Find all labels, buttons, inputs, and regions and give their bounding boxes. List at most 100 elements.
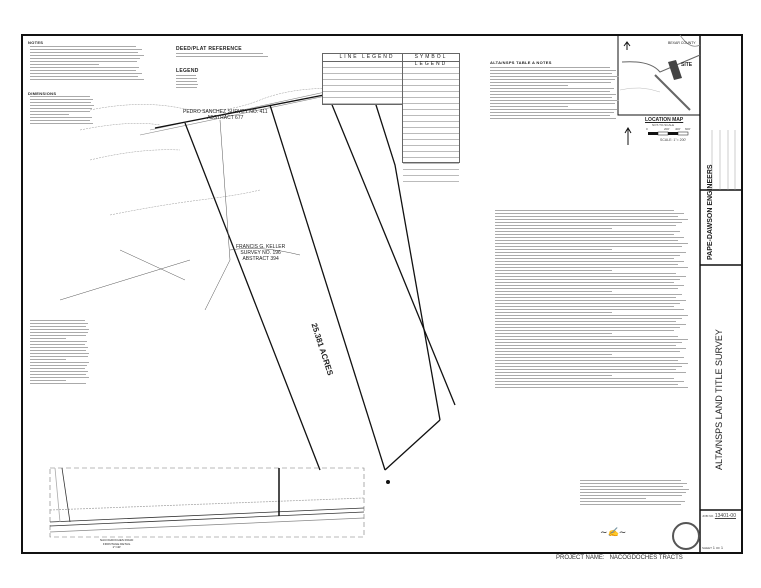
fine-print-line (495, 222, 683, 223)
drawing-title: ALTA/NSPS LAND TITLE SURVEY (714, 329, 724, 471)
contour-lines (79, 88, 361, 216)
fine-print-line (580, 480, 682, 481)
symbol-legend: SYMBOL LEGEND (402, 53, 460, 182)
fine-print-line (30, 73, 142, 74)
scale-label: SCALE: 1"= 200' (660, 138, 687, 142)
fine-print-line (580, 492, 686, 493)
fine-print-line (495, 300, 687, 301)
fine-print-line (30, 67, 140, 68)
scale-tick-200: 200' (664, 127, 670, 131)
fine-print-line (495, 225, 677, 226)
legend-row (323, 80, 411, 86)
fine-print-line (495, 252, 687, 253)
alta-notes-text (490, 67, 620, 121)
fine-print-line (30, 49, 142, 50)
deed-plat-reference-text (176, 53, 271, 59)
line-legend-title: LINE LEGEND (323, 54, 411, 62)
surveyor-signature: ~✍~ (600, 528, 627, 538)
fine-print-line (490, 109, 618, 110)
fine-print-line (30, 383, 86, 384)
fine-print-line (490, 112, 614, 113)
fine-print-line (495, 210, 675, 211)
fine-print-line (30, 96, 90, 97)
fine-print-line (495, 237, 685, 238)
legend-row (323, 62, 411, 68)
fine-print-line (30, 108, 93, 109)
fine-print-line (495, 384, 679, 385)
fine-print-line (495, 258, 675, 259)
fine-print-line (176, 75, 197, 76)
fine-print-line (30, 338, 66, 339)
site-label: SITE (681, 62, 693, 68)
fine-print-line (490, 88, 614, 89)
fine-print-line (495, 381, 685, 382)
fine-print-line (30, 356, 88, 357)
dimensions-title: DIMENSIONS (28, 91, 57, 96)
surveyor-seal (672, 522, 700, 550)
location-map-title: LOCATION MAP (645, 117, 684, 123)
fine-print-line (495, 270, 612, 271)
fine-print-line (30, 105, 95, 106)
fine-print-line (176, 84, 198, 85)
fine-print-line (30, 64, 99, 65)
project-name: PROJECT NAME: NACOGDOCHES TRACTS (556, 555, 683, 561)
fine-print-line (495, 333, 612, 334)
fine-print-line (30, 55, 144, 56)
fine-print-line (490, 106, 568, 107)
fine-print-line (495, 369, 677, 370)
dimensions-text (30, 96, 95, 126)
fine-print-line (495, 246, 683, 247)
fine-print-line (495, 288, 679, 289)
legend-row (403, 68, 459, 74)
scale-tick-400: 400' (675, 127, 681, 131)
survey-label-sanchez: PEDRO SANCHEZ SURVEY NO. 411 ABSTRACT 67… (183, 109, 268, 121)
fine-print-line (580, 486, 684, 487)
legend-row (323, 74, 411, 80)
fine-print-line (495, 309, 685, 310)
legend-row (403, 122, 459, 128)
legend-row (403, 62, 459, 68)
fine-print-line (495, 219, 689, 220)
fine-print-line (495, 336, 679, 337)
fine-print-line (490, 79, 615, 80)
fine-print-line (495, 234, 675, 235)
fine-print-line (495, 312, 612, 313)
fine-print-line (490, 82, 611, 83)
location-map-frame (617, 34, 701, 116)
fine-print-line (495, 294, 683, 295)
certification-text (580, 480, 690, 507)
fine-print-line (580, 483, 687, 484)
job-number: JOB NO. 13401-00 (702, 513, 736, 519)
fine-print-line (495, 339, 689, 340)
fine-print-line (495, 279, 681, 280)
fine-print-line (30, 380, 66, 381)
legend-row (403, 104, 459, 110)
fine-print-line (30, 329, 90, 330)
fine-print-line (490, 97, 613, 98)
fine-print-line (495, 357, 685, 358)
alta-notes-title: ALTA/NSPS TABLE A NOTES (490, 60, 552, 65)
legend-title: LEGEND (176, 68, 199, 74)
fine-print-line (30, 368, 86, 369)
legend-row (403, 170, 459, 176)
legal-description-text (495, 210, 690, 390)
fine-print-line (176, 53, 264, 54)
fine-print-line (495, 348, 687, 349)
fine-print-line (495, 378, 675, 379)
fine-print-line (30, 359, 66, 360)
survey-label-keller: FRANCIS G. KELLER SURVEY NO. 196 ABSTRAC… (236, 244, 286, 262)
fine-print-line (580, 489, 689, 490)
frontage-detail-label: NACOGDOCHES ROAD FRONTAGE DETAIL 1"=40' (100, 538, 134, 549)
notes-text (30, 46, 145, 82)
fine-print-line (176, 87, 198, 88)
fine-print-line (490, 73, 613, 74)
fine-print-line (30, 341, 87, 342)
legend-row (403, 146, 459, 152)
fine-print-line (495, 261, 685, 262)
revision-grid (711, 130, 736, 190)
fine-print-line (495, 351, 681, 352)
fine-print-line (495, 363, 689, 364)
north-arrow-icon (623, 41, 631, 50)
fine-print-line (495, 303, 681, 304)
legend-row (403, 134, 459, 140)
